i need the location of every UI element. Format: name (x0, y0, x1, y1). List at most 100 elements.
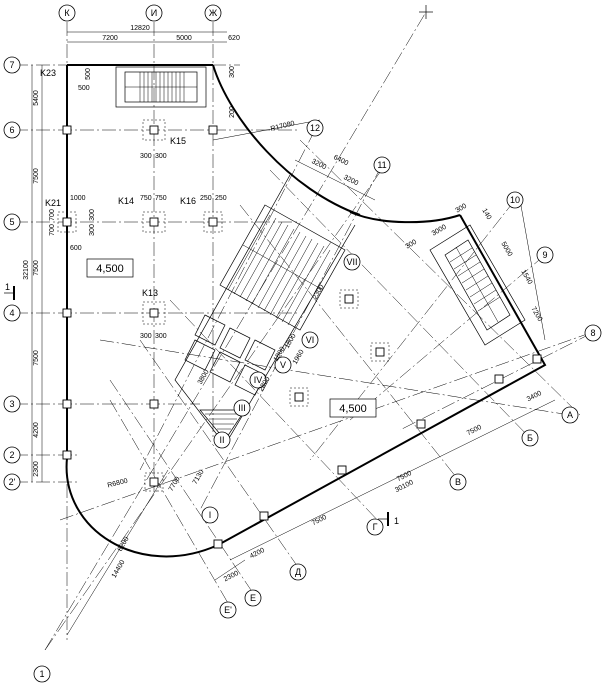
dim-bottom-5: 2300 (223, 570, 240, 583)
dim-top-part-1: 5000 (176, 35, 192, 42)
axis-right-0: 12 (310, 123, 320, 133)
dim-left-total: 32100 (23, 260, 30, 280)
dim-right-top-1: 3200 (310, 158, 327, 171)
dim-col-3: 300 (155, 333, 167, 340)
axis-roman-6: VII (346, 257, 357, 267)
column-mark-k15: K15 (170, 136, 186, 146)
dim-bottom-0: 7500 (466, 424, 483, 437)
axis-diag-1: Б (527, 433, 533, 443)
axis-left-5: 2 (9, 450, 14, 460)
dim-misc-6: 300 (404, 239, 418, 251)
axis-roman-5: VI (306, 335, 315, 345)
axis-left-1: 6 (9, 125, 14, 135)
axis-top-1: И (151, 8, 157, 18)
dim-left-part-5: 2300 (33, 461, 40, 477)
axis-left-2: 5 (9, 217, 14, 227)
axis-left-6: 2' (9, 477, 16, 487)
dim-bottom-2: 7500 (311, 514, 328, 527)
dim-misc-0: 7130 (192, 469, 206, 486)
axis-bottom-0: 1 (39, 669, 44, 679)
section-marks: 1 1 (4, 5, 433, 526)
axis-diag-6: Е' (224, 605, 232, 615)
dim-small-2: 300 (229, 66, 236, 78)
section-mark-left: 1 (5, 282, 10, 292)
column-mark-k13: K13 (142, 288, 158, 298)
area-labels: 4,500 4,500 (86, 258, 377, 418)
dim-small-3: 200 (229, 106, 236, 118)
dim-small-1: 500 (78, 85, 90, 92)
dim-left-part-0: 5400 (33, 90, 40, 106)
dim-small-4: 1000 (70, 195, 86, 202)
dim-left-part-2: 7500 (33, 260, 40, 276)
dim-bottom-6: 3400 (526, 390, 543, 403)
dimension-lines (31, 31, 556, 636)
axis-right-1: 11 (377, 160, 386, 170)
axis-right-2: 10 (510, 195, 520, 205)
axis-roman-2: III (238, 403, 246, 413)
column-marks: K23 K15 K21 K14 K16 K13 (40, 68, 196, 298)
dim-right-side-0: 3000 (431, 224, 448, 238)
column-mark-k23: K23 (40, 68, 56, 78)
dim-left-part-3: 7500 (33, 350, 40, 366)
dim-small-9: 300 (89, 224, 96, 236)
dim-col-0: 300 (140, 153, 152, 160)
axis-left-3: 4 (9, 308, 14, 318)
dim-right-side-3: 1540 (519, 269, 533, 286)
dim-small-13: 250 (215, 195, 227, 202)
axis-top-2: Ж (209, 8, 218, 18)
dim-bottom-4: 4200 (249, 547, 266, 560)
axis-diag-4: Д (295, 567, 301, 577)
dim-core-1: 1800 (284, 333, 298, 350)
axis-diag-2: В (455, 477, 461, 487)
dim-small-5: 700 (49, 209, 56, 221)
dim-misc-5: 300 (454, 203, 468, 215)
dim-left-part-4: 4200 (33, 422, 40, 438)
dim-radius-bottom: R6800 (107, 478, 129, 490)
dimension-texts: 12820 7200 5000 620 32100 5400 7500 7500… (23, 25, 543, 583)
stair-top (115, 66, 207, 108)
dim-small-11: 750 (155, 195, 167, 202)
dim-right-side-2: 5000 (499, 241, 513, 258)
dim-misc-1: 14400 (111, 559, 127, 579)
axis-right-4: 8 (590, 328, 595, 338)
axis-diag-0: А (567, 410, 573, 420)
axis-bubbles (3, 4, 602, 683)
dim-small-7: 600 (70, 245, 82, 252)
grid-lines (14, 11, 593, 651)
axis-left-4: 3 (9, 399, 14, 409)
dim-top-part-2: 620 (228, 35, 240, 42)
axis-roman-1: II (219, 435, 224, 445)
column-mark-k16: K16 (180, 196, 196, 206)
column-mark-k21: K21 (45, 198, 61, 208)
area-label-right: 4,500 (339, 403, 367, 415)
dim-col-1: 300 (155, 153, 167, 160)
axis-roman-0: I (209, 510, 212, 520)
dim-small-10: 750 (140, 195, 152, 202)
dim-core-0: 2300 (312, 284, 326, 301)
axis-diag-5: Е (250, 593, 256, 603)
dim-radius-top: R17080 (270, 120, 296, 133)
columns (57, 119, 542, 549)
dim-right-top-2: 3200 (342, 174, 359, 187)
dim-misc-4: 3800 (197, 369, 211, 386)
axis-roman-4: V (280, 360, 286, 370)
axis-diag-3: Г (373, 522, 378, 532)
building-outline (65, 64, 547, 558)
dim-small-8: 300 (89, 209, 96, 221)
central-core (184, 204, 346, 441)
dim-small-0: 500 (85, 68, 92, 80)
dim-core-3: 1960 (292, 349, 306, 366)
axis-roman-3: IV (254, 375, 263, 385)
dim-right-side-1: 140 (480, 207, 492, 221)
dim-right-top-0: 6400 (332, 154, 349, 167)
dim-top-total: 12820 (130, 25, 150, 32)
axis-left-0: 7 (9, 60, 14, 70)
dim-misc-3: 7700 (168, 476, 182, 493)
area-label-left: 4,500 (96, 263, 124, 275)
dim-right-side-4: 7200 (529, 306, 543, 323)
column-mark-k14: K14 (118, 196, 134, 206)
dim-col-2: 300 (140, 333, 152, 340)
dim-top-part-0: 7200 (102, 35, 118, 42)
dim-small-12: 250 (200, 195, 212, 202)
